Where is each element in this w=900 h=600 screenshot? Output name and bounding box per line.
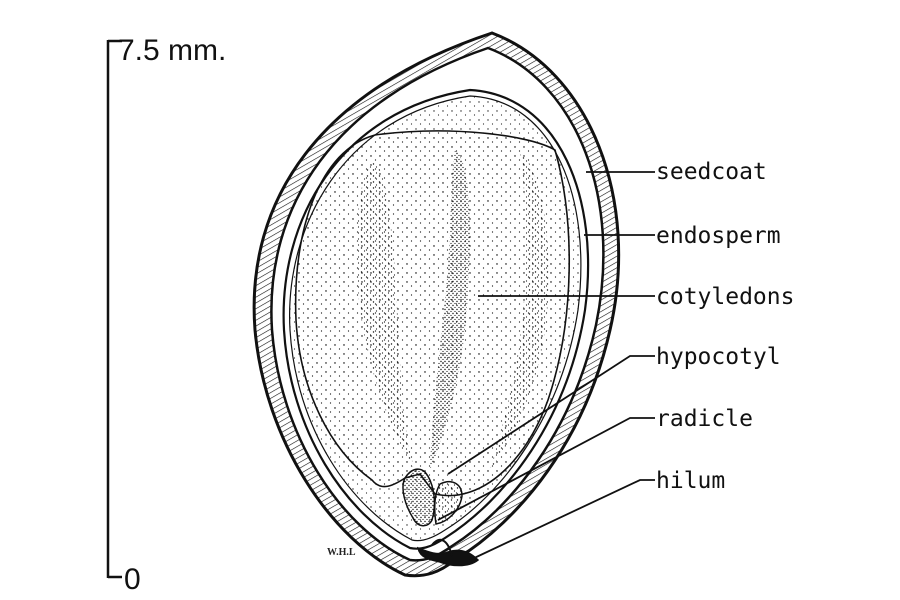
label-endosperm: endosperm (656, 223, 781, 249)
leader-lines (437, 171, 655, 561)
scale-top-label: 7.5 mm. (118, 34, 226, 67)
hypocotyl (402, 468, 436, 527)
label-hypocotyl: hypocotyl (656, 344, 781, 370)
part-labels: seedcoat endosperm cotyledons hypocotyl … (656, 159, 794, 494)
scale-bar: 7.5 mm. 0 (106, 34, 226, 596)
radicle (434, 480, 463, 525)
hilum-lip (431, 538, 453, 557)
cotyledon-fold-left (356, 160, 415, 470)
label-cotyledons: cotyledons (656, 284, 794, 310)
cotyledon-fold-center (430, 150, 470, 470)
seed (252, 31, 621, 578)
label-radicle: radicle (656, 406, 753, 432)
hilum-leader (469, 479, 655, 561)
label-hilum: hilum (656, 468, 725, 494)
hilum (416, 546, 480, 567)
radicle-leader (437, 417, 655, 521)
cotyledon-fold-right (490, 150, 549, 470)
label-seedcoat: seedcoat (656, 159, 767, 185)
hypocotyl-leader (447, 355, 655, 475)
artist-signature: W.H.L (327, 547, 356, 558)
scale-bottom-label: 0 (124, 563, 141, 596)
